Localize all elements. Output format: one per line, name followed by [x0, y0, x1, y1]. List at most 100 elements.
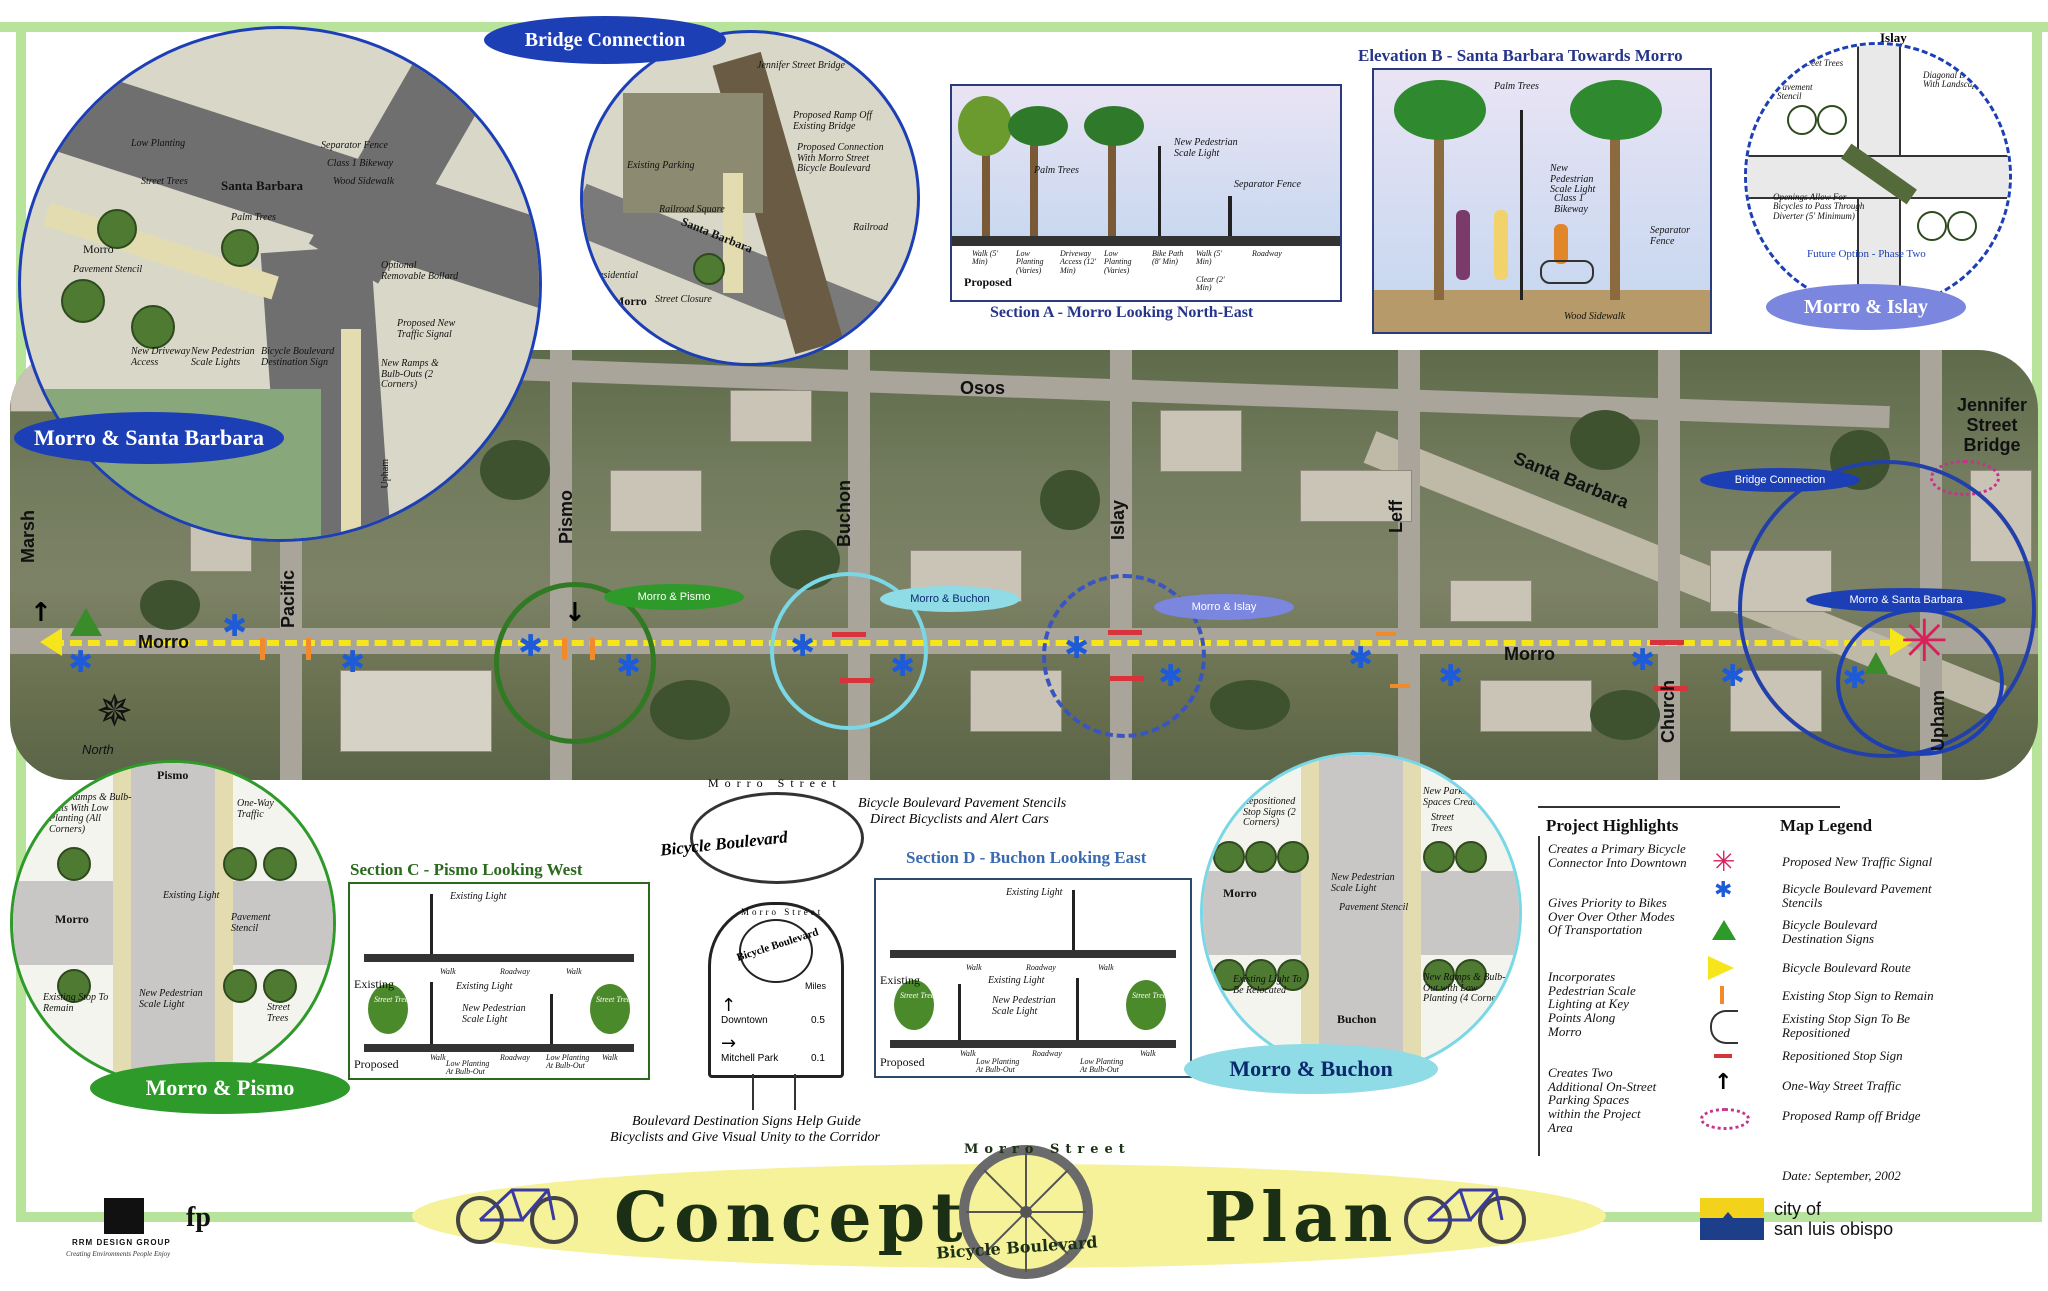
morro-buchon-label: Morro & Buchon: [1184, 1044, 1438, 1094]
route-arrow-icon: [1708, 956, 1734, 980]
highlight-item: Creates a Primary Bicycle Connector Into…: [1548, 841, 1687, 870]
pismo-focus-ring[interactable]: [494, 582, 656, 744]
aerial-map: ✱ ✱ ✱ ✱ ✱ ✱ ✱ ✱ ✱ ✱ ✱ ✱ ✱ ✱ ✳ ↑ ↓ Morro …: [10, 350, 2038, 780]
stencil-icon: ✱: [1630, 643, 1656, 678]
tag-bridge-connection: Bridge Connection: [1700, 468, 1860, 492]
highlights-vrule: [1538, 836, 1540, 1156]
street-jennifer-bridge: Jennifer Street Bridge: [1956, 395, 2028, 455]
santa-barbara-detail-circle: Low Planting Street Trees Santa Barbara …: [18, 26, 542, 542]
stencil-icon: ✱: [68, 645, 94, 680]
one-way-arrow-icon: ↑: [30, 598, 52, 628]
repositioned-stop-icon: [1654, 686, 1688, 691]
buchon-detail-circle: Repositioned Stop Signs (2 Corners) New …: [1200, 752, 1522, 1074]
elevation-b-drawing: Palm Trees New Pedestrian Scale Light Cl…: [1372, 68, 1712, 334]
banner-concept: Concept: [614, 1178, 969, 1258]
city-name-2: san luis obispo: [1774, 1219, 1894, 1239]
street-morro-east: Morro: [1504, 644, 1555, 664]
legend-item: Existing Stop Sign To Be Repositioned: [1782, 1011, 1911, 1040]
legend-item: Proposed New Traffic Signal: [1782, 854, 1933, 869]
wheel-top-text: Morro Street: [964, 1142, 1131, 1157]
city-name-1: city of: [1774, 1199, 1822, 1219]
legend-item: Proposed Ramp off Bridge: [1782, 1108, 1921, 1123]
morro-santa-barbara-label: Morro & Santa Barbara: [14, 412, 284, 464]
street-osos: Osos: [960, 378, 1006, 398]
bridge-focus-ring[interactable]: [1738, 460, 2036, 758]
buchon-focus-ring[interactable]: [770, 572, 928, 730]
tag-morro-islay: Morro & Islay: [1154, 594, 1294, 620]
street-buchon: Buchon: [834, 480, 854, 547]
section-d-drawing: Existing Light Existing Walk Roadway Wal…: [874, 878, 1192, 1078]
elevation-b-title: Elevation B - Santa Barbara Towards Morr…: [1358, 46, 1683, 65]
section-c-drawing: Existing Light Existing Walk Roadway Wal…: [348, 882, 650, 1080]
compass-rose-icon: ✵: [96, 686, 133, 737]
stencil-icon: ✱: [1348, 641, 1374, 676]
church-road: [1658, 350, 1680, 780]
ramp-icon: [1700, 1108, 1750, 1130]
tag-morro-santa-barbara: Morro & Santa Barbara: [1806, 588, 2006, 612]
banner-plan: Plan: [1204, 1178, 1399, 1258]
sign-caption-1: Boulevard Destination Signs Help Guide: [632, 1114, 861, 1129]
tag-morro-pismo: Morro & Pismo: [604, 584, 744, 610]
city-logo-icon: [1700, 1198, 1764, 1240]
stencil-icon: ✱: [1438, 659, 1464, 694]
repositioned-stop-icon: [1650, 640, 1684, 645]
stencil-icon: ✱: [1720, 659, 1746, 694]
highlight-item: Creates Two Additional On-Street Parking…: [1548, 1065, 1657, 1135]
rrm-tagline: Creating Environments People Enjoy: [66, 1250, 171, 1258]
arrow-right-icon: →: [721, 1033, 737, 1054]
highlights-rule: [1538, 806, 1840, 808]
fp-logo: fp: [186, 1202, 211, 1233]
section-a-title: Section A - Morro Looking North-East: [990, 304, 1254, 321]
destination-sign-drawing: Morro Street Bicycle Boulevard Miles ↑ D…: [708, 902, 844, 1078]
tag-morro-buchon: Morro & Buchon: [880, 586, 1020, 612]
legend-item: Existing Stop Sign to Remain: [1782, 988, 1934, 1003]
street-upham: Upham: [1928, 690, 1948, 752]
bicycle-left-icon: [452, 1170, 582, 1250]
legend-item: Bicycle Boulevard Destination Signs: [1782, 917, 1878, 946]
stop-reposition-icon: [1710, 1010, 1738, 1044]
legend-item: Bicycle Boulevard Pavement Stencils: [1782, 881, 1932, 910]
stencil-ring-top: Morro Street: [708, 776, 842, 790]
legend-item: Bicycle Boulevard Route: [1782, 960, 1911, 975]
rrm-logo-icon: [104, 1198, 144, 1234]
sign-post: [752, 1074, 796, 1110]
stencil-icon: ✱: [340, 645, 366, 680]
section-c-title: Section C - Pismo Looking West: [350, 860, 583, 879]
traffic-signal-icon: ✳: [1712, 845, 1736, 878]
highlight-item: Incorporates Pedestrian Scale Lighting a…: [1548, 969, 1636, 1039]
santa-barbara-focus-ring[interactable]: [1836, 608, 2004, 756]
destination-sign-icon: [1712, 920, 1736, 940]
legend-item: Repositioned Stop Sign: [1782, 1048, 1903, 1063]
bicycle-wheel-icon: [952, 1138, 1100, 1286]
islay-top-label: Islay: [1880, 30, 1907, 45]
frame-top: [0, 22, 2048, 32]
morro-pismo-label: Morro & Pismo: [90, 1062, 350, 1114]
stencil-icon: ✱: [222, 609, 248, 644]
stop-remain-icon: [1376, 632, 1396, 636]
north-label: North: [82, 742, 114, 757]
stencil-caption-1: Bicycle Boulevard Pavement Stencils: [858, 796, 1067, 811]
islay-detail-circle: Street Trees Pavement Stencil Diagonal D…: [1744, 42, 2012, 310]
highlights-heading: Project Highlights: [1546, 816, 1679, 835]
repositioned-stop-icon: [1714, 1054, 1732, 1058]
street-islay: Islay: [1108, 500, 1128, 541]
street-pacific: Pacific: [278, 570, 298, 629]
street-morro-west: Morro: [138, 632, 189, 652]
date-text: Date: September, 2002: [1782, 1168, 1901, 1183]
leff-road: [1398, 350, 1420, 780]
section-d-title: Section D - Buchon Looking East: [906, 848, 1147, 867]
islay-focus-ring[interactable]: [1042, 574, 1206, 738]
rrm-name: RRM DESIGN GROUP: [72, 1238, 171, 1247]
stencil-caption-2: Direct Bicyclists and Alert Cars: [870, 812, 1049, 827]
bridge-detail-circle: Jennifer Street Bridge Proposed Ramp Off…: [580, 30, 920, 366]
morro-islay-label: Morro & Islay: [1766, 284, 1966, 330]
bicycle-right-icon: [1400, 1170, 1530, 1250]
section-a-drawing: Palm Trees New Pedestrian Scale Light Se…: [950, 84, 1342, 302]
arrow-up-icon: ↑: [721, 995, 737, 1016]
destination-sign-icon: [70, 608, 102, 636]
pismo-detail-circle: Pismo New Ramps & Bulb-Outs With Low Pla…: [10, 760, 336, 1086]
sign-caption-2: Bicyclists and Give Visual Unity to the …: [610, 1130, 880, 1145]
stencil-icon: ✱: [1714, 878, 1733, 903]
highlight-item: Gives Priority to Bikes Over Over Other …: [1548, 895, 1675, 938]
bridge-connection-label: Bridge Connection: [484, 16, 726, 64]
